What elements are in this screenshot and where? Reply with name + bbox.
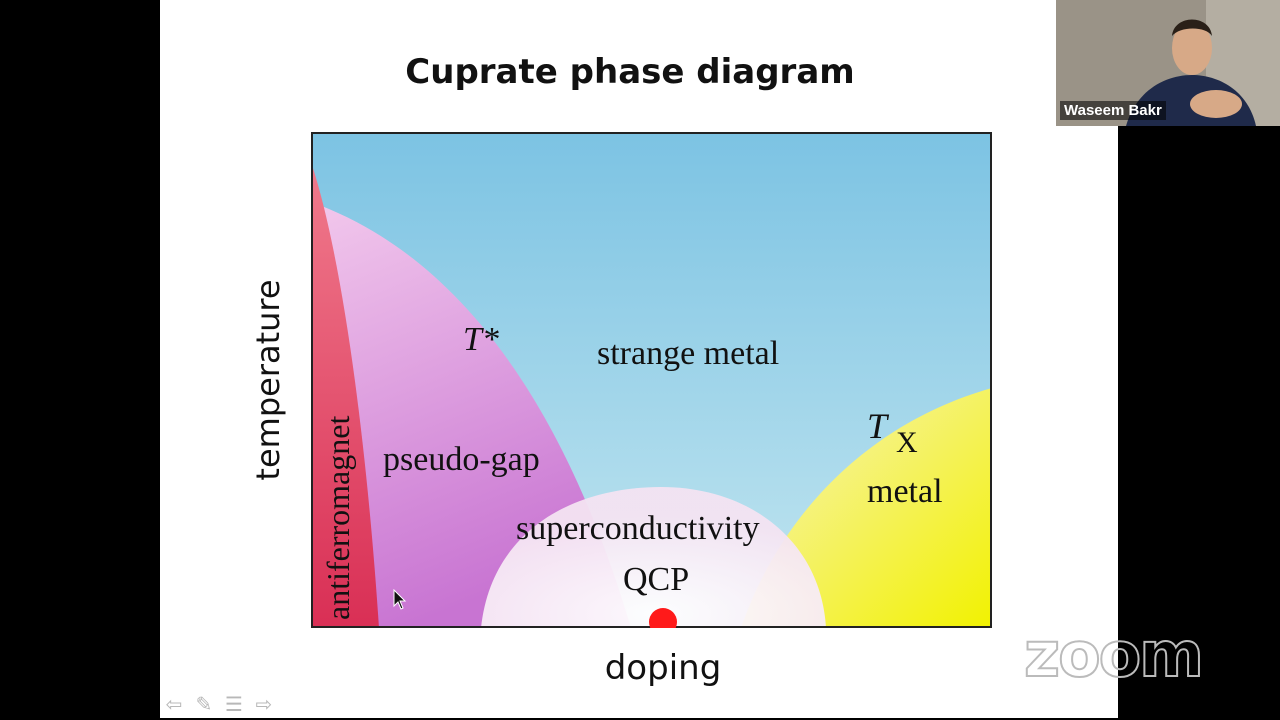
label-strange-metal: strange metal: [597, 335, 779, 372]
label-t-star: T*: [463, 321, 499, 358]
slide-title: Cuprate phase diagram: [405, 52, 855, 92]
arrow-left-icon[interactable]: ⇦: [165, 692, 183, 716]
label-metal: metal: [867, 473, 943, 510]
x-axis-label: doping: [604, 648, 722, 688]
participant-name: Waseem Bakr: [1060, 101, 1166, 120]
label-pseudo-gap: pseudo-gap: [383, 441, 540, 478]
label-tx: T X: [867, 406, 918, 459]
participant-video-tile[interactable]: Waseem Bakr: [1056, 0, 1280, 126]
antiferromagnet-region: [311, 162, 379, 628]
mouse-cursor-icon: [393, 589, 407, 610]
label-superconductivity: superconductivity: [516, 510, 760, 547]
y-axis-label: temperature: [249, 279, 287, 481]
phase-diagram: antiferromagnet T* strange metal pseudo-…: [311, 132, 992, 628]
label-tx-t: T: [867, 406, 890, 446]
menu-icon[interactable]: ☰: [225, 692, 243, 716]
arrow-right-icon[interactable]: ⇨: [255, 692, 273, 716]
label-tx-sub: X: [896, 426, 918, 459]
label-qcp: QCP: [623, 561, 689, 598]
slide-navigation: ⇦ ✎ ☰ ⇨: [162, 692, 276, 716]
label-antiferromagnet: antiferromagnet: [320, 416, 356, 620]
qcp-dot: [649, 608, 677, 628]
zoom-logo: zoom: [1023, 617, 1205, 692]
pen-icon[interactable]: ✎: [195, 692, 213, 716]
superconductivity-region: [481, 487, 826, 628]
